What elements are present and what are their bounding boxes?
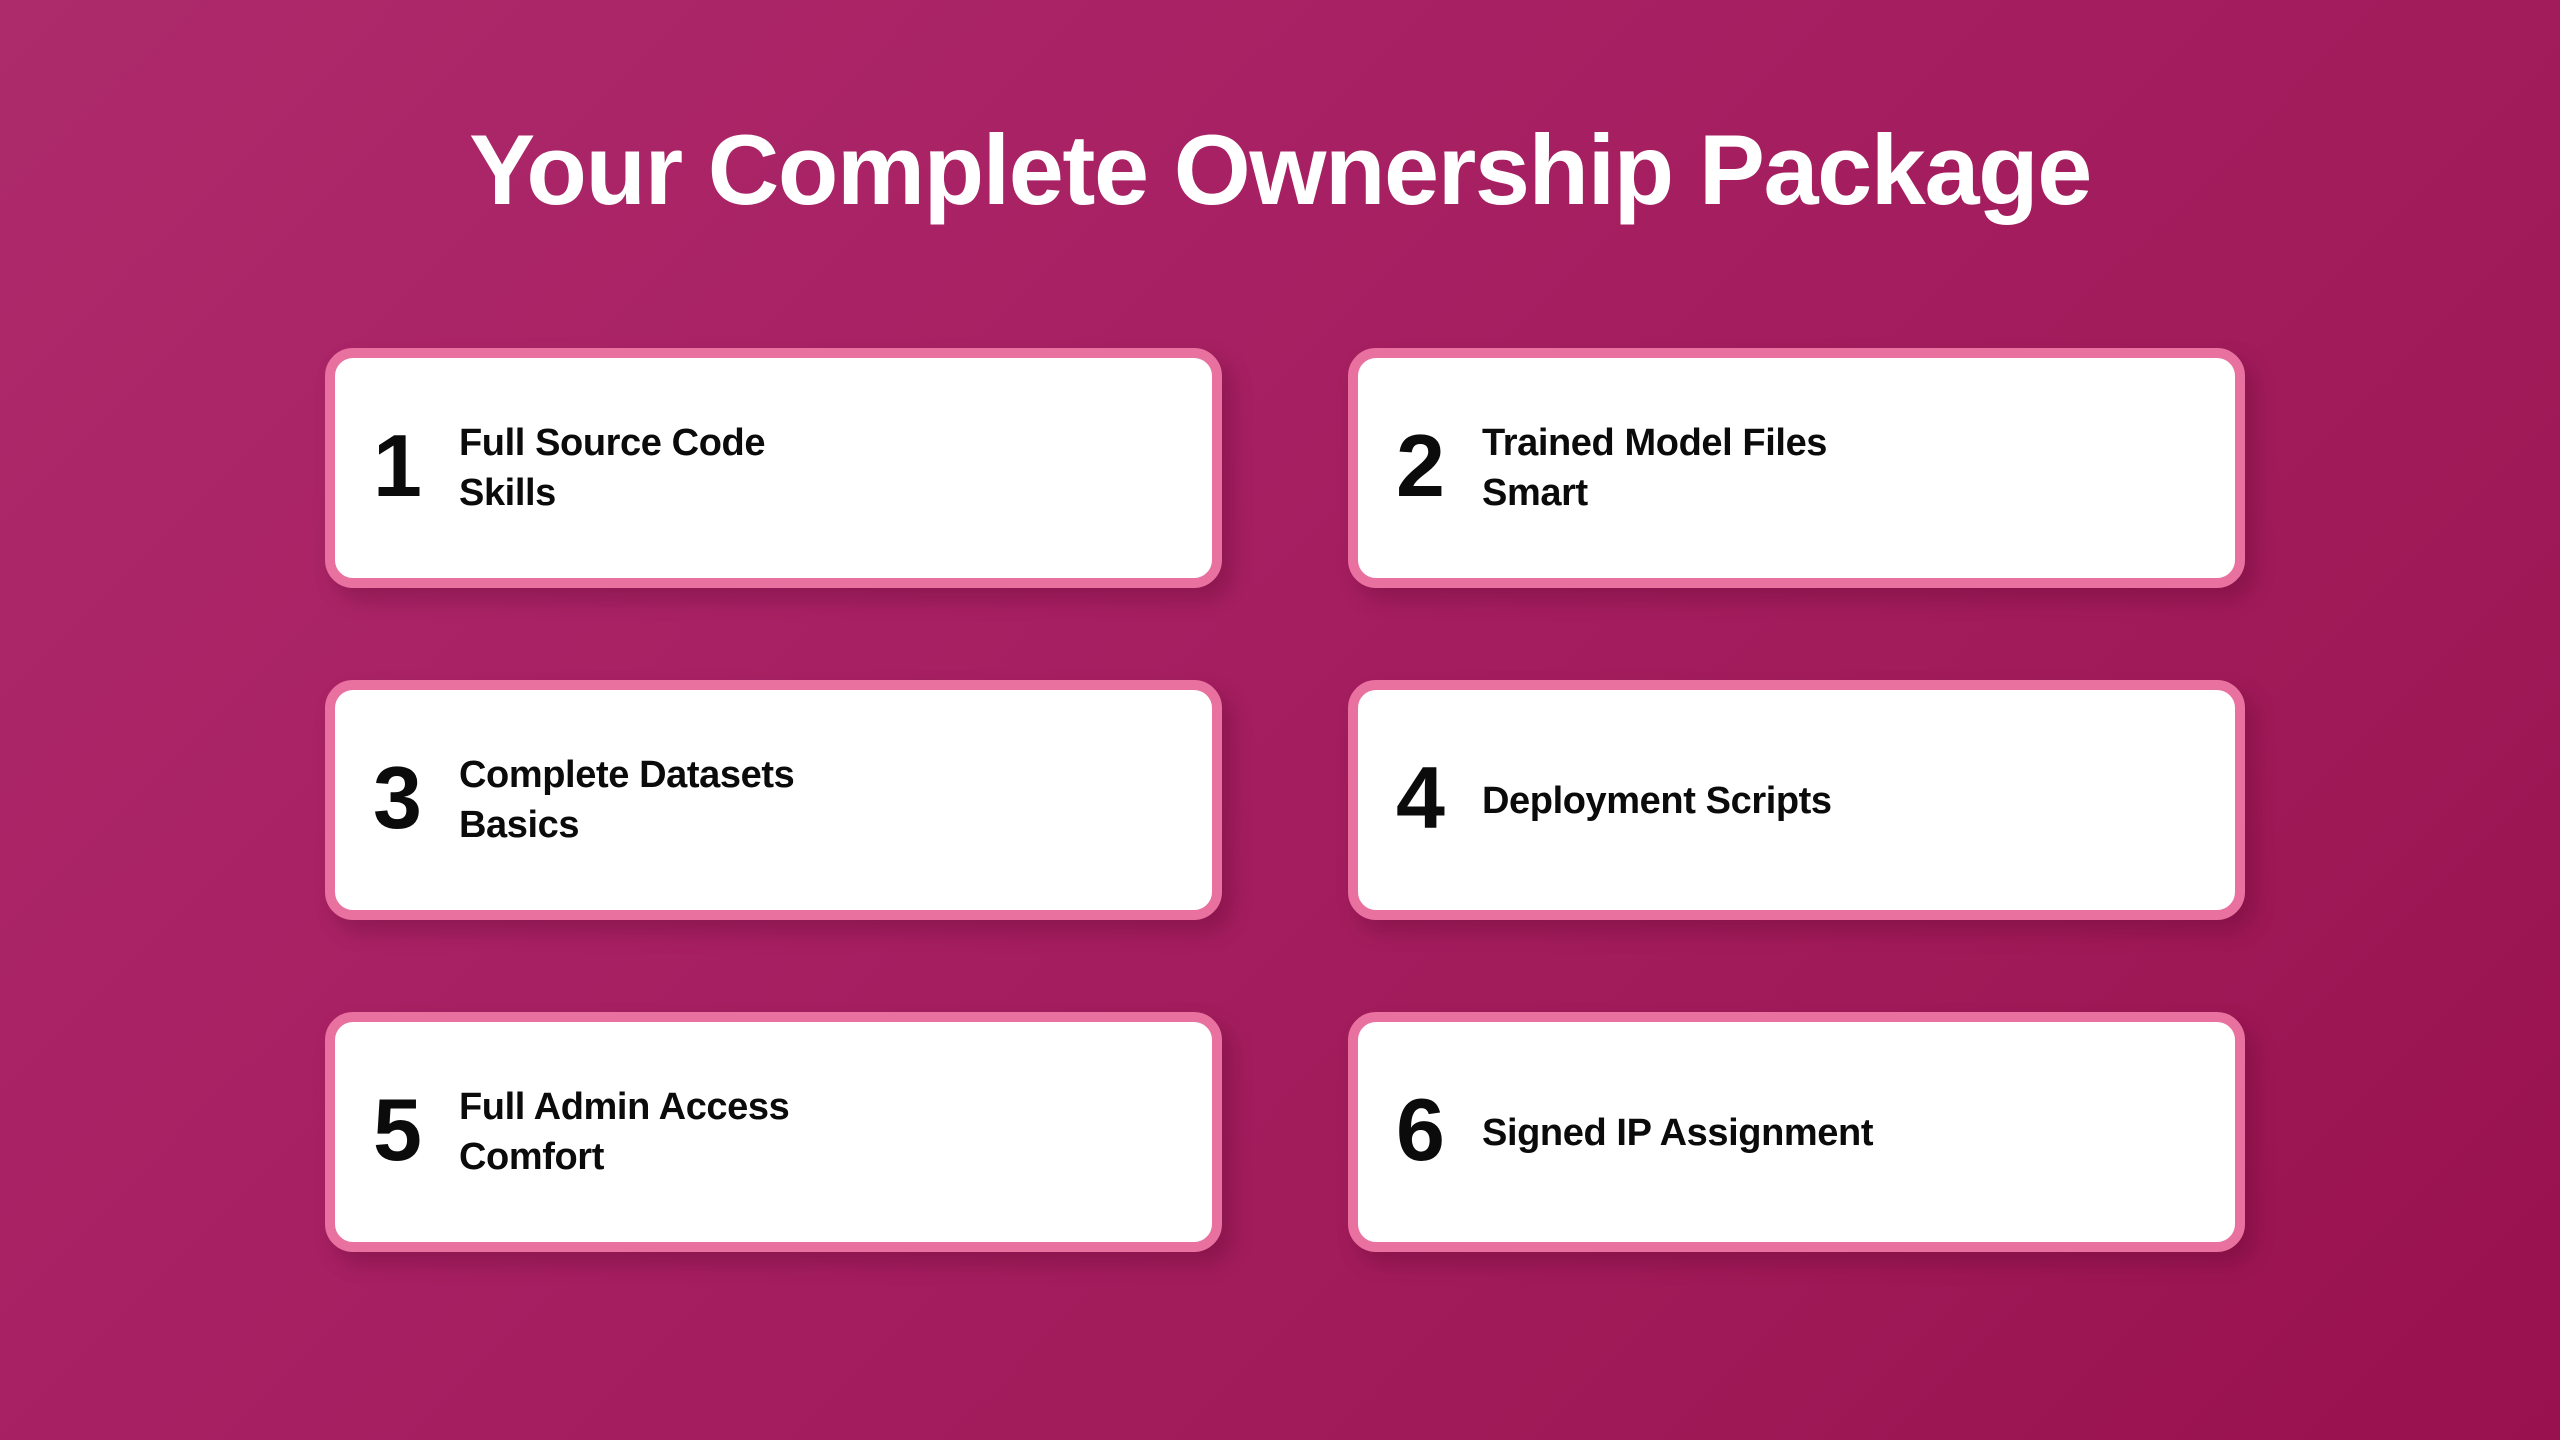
feature-card-number: 5	[373, 1080, 422, 1179]
feature-card-label-line-1: Full Source Code	[459, 422, 766, 464]
feature-card-label: Complete Datasets Basics	[459, 756, 1178, 844]
feature-card-number: 6	[1396, 1080, 1445, 1179]
feature-card-grid: 1 Full Source Code Skills 2 Trained Mode…	[325, 348, 2245, 1252]
feature-card-3[interactable]: 3 Complete Datasets Basics	[325, 680, 1222, 920]
feature-card-label-line-1: Deployment Scripts	[1482, 780, 1832, 822]
feature-card-label: Full Source Code Skills	[459, 424, 1178, 512]
feature-card-1[interactable]: 1 Full Source Code Skills	[325, 348, 1222, 588]
feature-card-4[interactable]: 4 Deployment Scripts	[1348, 680, 2245, 920]
feature-card-label: Deployment Scripts	[1482, 780, 2201, 820]
feature-card-label: Signed IP Assignment	[1482, 1112, 2201, 1152]
feature-card-label-line-2: Skills	[459, 472, 556, 514]
feature-card-label-line-1: Signed IP Assignment	[1482, 1112, 1874, 1154]
feature-card-label-line-1: Complete Datasets	[459, 754, 795, 796]
feature-card-label-line-2: Basics	[459, 804, 580, 846]
feature-card-label-line-2: Comfort	[459, 1136, 604, 1178]
feature-card-number: 1	[373, 416, 422, 515]
page-title: Your Complete Ownership Package	[469, 114, 2092, 225]
feature-card-label: Trained Model Files Smart	[1482, 424, 2201, 512]
feature-card-number: 2	[1396, 416, 1445, 515]
feature-card-label-line-1: Trained Model Files	[1482, 422, 1828, 464]
feature-card-label-line-2: Smart	[1482, 472, 1588, 514]
feature-card-number: 3	[373, 748, 422, 847]
feature-card-2[interactable]: 2 Trained Model Files Smart	[1348, 348, 2245, 588]
feature-card-label: Full Admin Access Comfort	[459, 1088, 1178, 1176]
feature-card-5[interactable]: 5 Full Admin Access Comfort	[325, 1012, 1222, 1252]
feature-card-6[interactable]: 6 Signed IP Assignment	[1348, 1012, 2245, 1252]
feature-card-label-line-1: Full Admin Access	[459, 1086, 790, 1128]
page-title-container: Your Complete Ownership Package	[0, 120, 2560, 219]
feature-card-number: 4	[1396, 748, 1445, 847]
